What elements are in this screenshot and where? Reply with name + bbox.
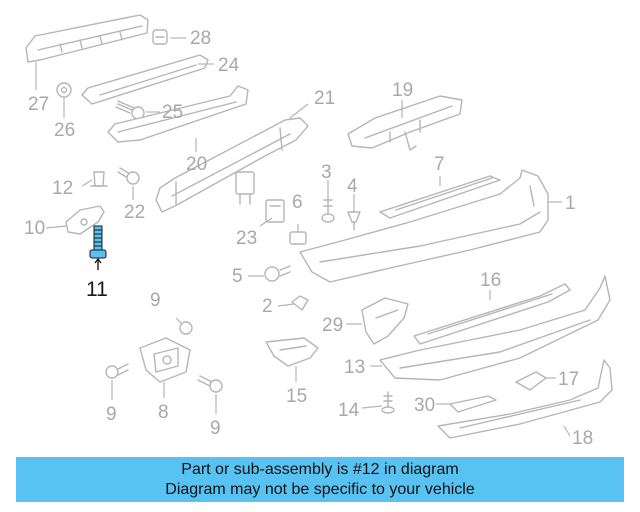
part-17-lower-trim <box>413 283 571 345</box>
callout-24: 23 <box>236 228 257 249</box>
part-15-bolt <box>381 391 395 414</box>
part-9-screw-left <box>105 363 129 379</box>
part-29-nut <box>152 29 168 45</box>
callout-19: 18 <box>572 428 593 449</box>
part-13-pin <box>90 171 108 187</box>
callout-7: 7 <box>434 154 445 175</box>
callout-26: 25 <box>162 102 183 123</box>
part-18-cover <box>515 371 547 391</box>
callout-12: 11 <box>86 278 108 301</box>
part-23-bolt <box>117 167 140 185</box>
part-27-clip <box>56 82 72 98</box>
part-2-clip <box>291 295 309 311</box>
part-28-upper-bar <box>25 14 149 63</box>
part-19-skid-plate <box>437 359 613 439</box>
callout-30: 29 <box>322 315 343 336</box>
callout-28: 27 <box>28 94 49 115</box>
part-22-21-reinforcement-beam <box>107 85 309 213</box>
part-30-bracket <box>361 297 409 345</box>
banner-disclaimer-line: Diagram may not be specific to your vehi… <box>165 481 475 498</box>
part-8-sensor-bracket <box>139 337 191 383</box>
callout-13: 12 <box>52 178 73 199</box>
part-24-bracket <box>265 199 285 223</box>
callout-9-right: 9 <box>210 418 221 439</box>
part-31-trim <box>449 395 497 413</box>
callout-23: 22 <box>124 202 145 223</box>
part-11-bracket <box>65 205 105 235</box>
part-3-bolt <box>321 195 335 223</box>
part-6-clip <box>289 231 307 245</box>
leader-lines <box>35 37 571 437</box>
callout-25: 24 <box>218 55 240 76</box>
callout-20: 19 <box>392 80 413 101</box>
banner-part-line: Part or sub-assembly is #12 in diagram <box>181 461 459 478</box>
part-10-clip <box>179 321 193 335</box>
callout-29: 28 <box>190 28 211 49</box>
part-1-bumper-cover <box>299 169 549 283</box>
part-4-clip <box>347 211 361 231</box>
part-14-valance <box>379 275 611 381</box>
part-16-bracket <box>265 337 319 367</box>
callout-14: 13 <box>344 357 365 378</box>
callout-15: 14 <box>338 400 360 421</box>
callout-21: 20 <box>186 154 207 175</box>
callout-18: 17 <box>558 369 579 390</box>
callout-1: 1 <box>565 193 576 214</box>
callout-6: 6 <box>292 192 303 213</box>
callout-5: 5 <box>232 266 243 287</box>
callout-9-left: 9 <box>106 404 117 425</box>
callout-17: 16 <box>480 270 501 291</box>
callout-3: 3 <box>321 162 332 183</box>
callout-22: 21 <box>314 88 335 109</box>
part-9-screw-right <box>197 375 223 393</box>
callout-11: 10 <box>24 218 45 239</box>
callout-16: 15 <box>286 386 307 407</box>
part-7-step-pad <box>379 175 501 219</box>
callout-27: 26 <box>54 120 75 141</box>
part-26-bolt <box>115 100 145 120</box>
parts-diagram: 28 24 27 26 25 21 20 12 22 10 11 23 6 3 … <box>24 14 613 449</box>
part-5-bolt <box>264 265 291 282</box>
part-25-absorber-strip <box>81 54 209 105</box>
callout-10: 9 <box>150 290 161 311</box>
callout-8: 8 <box>158 402 169 423</box>
callout-31: 30 <box>414 395 435 416</box>
info-banner: Part or sub-assembly is #12 in diagram D… <box>16 457 624 502</box>
part-12-bolt-highlighted <box>89 225 107 270</box>
callout-2: 2 <box>262 296 273 317</box>
part-20-absorber <box>347 95 463 151</box>
callout-4: 4 <box>347 176 358 197</box>
